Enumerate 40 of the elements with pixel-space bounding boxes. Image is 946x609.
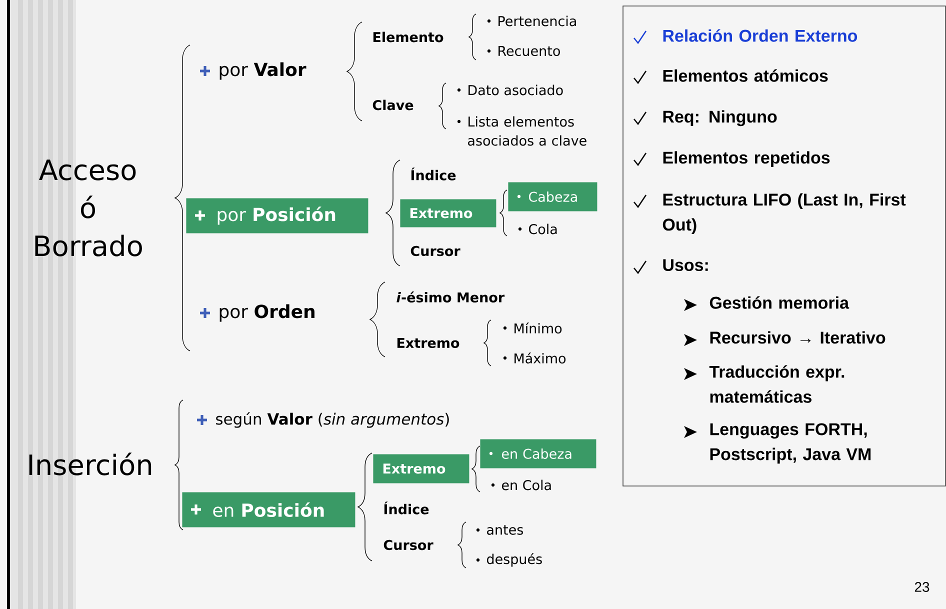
branch-label: Extremo bbox=[397, 338, 460, 348]
heading-text: Inserción bbox=[29, 452, 152, 476]
highlight-box: en Cabeza bbox=[480, 439, 596, 468]
branch-label: Clave bbox=[372, 100, 414, 110]
highlight-box: por Posición bbox=[186, 198, 368, 234]
branch-label: Índice bbox=[411, 168, 456, 180]
highlight-box: en Posición bbox=[182, 492, 356, 528]
bullet-item: antes bbox=[487, 525, 524, 535]
bullet-item: Dato asociado bbox=[468, 84, 563, 96]
branch-label: Cursor bbox=[384, 540, 434, 550]
page-number: 23 bbox=[914, 582, 930, 592]
bullet-item: Lista elementos asociados a clave bbox=[468, 116, 586, 146]
branch-label: i-ésimo Menor bbox=[396, 292, 505, 302]
bullet-item: después bbox=[486, 553, 542, 567]
highlight-box: Extremo bbox=[400, 199, 496, 228]
heading-text: Acceso ó Borrado bbox=[35, 160, 142, 256]
bullet-item: Mínimo bbox=[514, 322, 562, 334]
bullet-item: Pertenencia bbox=[498, 16, 576, 26]
bullet-item: en Cola bbox=[502, 480, 551, 490]
bullet-item: Máximo bbox=[514, 352, 566, 364]
branch-label: Cursor bbox=[410, 246, 460, 256]
list-item: Lenguages FORTH, Postscript, Java VM bbox=[710, 423, 871, 464]
list-item: Elementos repetidos bbox=[663, 151, 830, 168]
list-item: Relación Orden Externo bbox=[663, 29, 858, 42]
highlight-box: Cabeza bbox=[508, 182, 598, 212]
list-item: Elementos atómicos bbox=[663, 69, 828, 82]
branch-label: según Valor (sin argumentos) bbox=[216, 412, 449, 428]
list-item: Estructura LIFO (Last In, First Out) bbox=[662, 193, 906, 234]
branch-label: Elemento bbox=[373, 32, 444, 42]
branch-label: por Orden bbox=[220, 304, 314, 322]
branch-label: por Valor bbox=[220, 62, 306, 80]
list-item: Recursivo → Iterativo bbox=[710, 331, 886, 344]
bullet-item: Cola bbox=[528, 224, 557, 234]
bullet-item: Recuento bbox=[498, 46, 560, 56]
branch-label: Índice bbox=[384, 502, 429, 514]
highlight-box: Extremo bbox=[373, 454, 470, 484]
list-item: Gestión memoria bbox=[710, 296, 850, 309]
list-item: Req: Ninguno bbox=[663, 110, 777, 126]
list-item: Traducción expr. matemáticas bbox=[709, 365, 844, 403]
list-item: Usos: bbox=[663, 259, 708, 272]
